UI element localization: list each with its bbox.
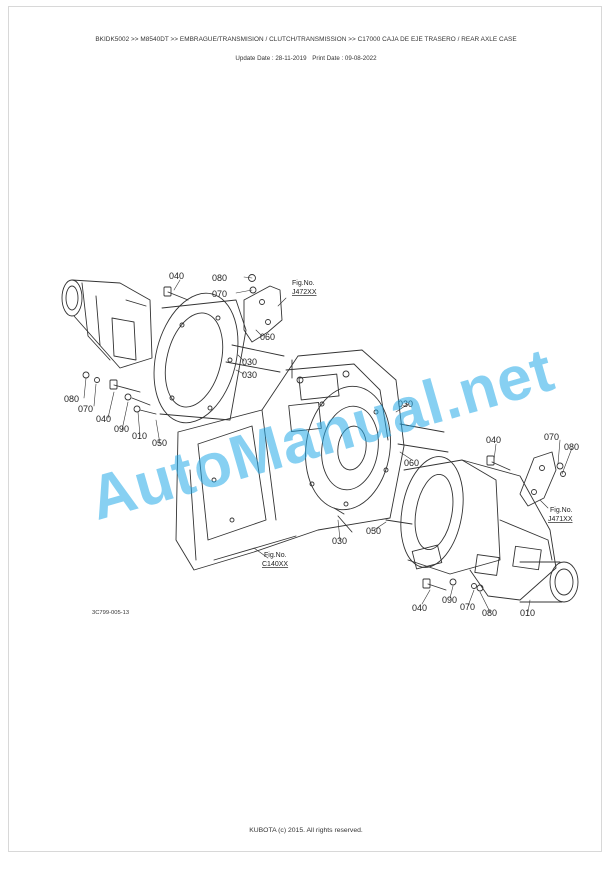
callout-label: 080 xyxy=(482,608,497,618)
callout-label: 040 xyxy=(486,435,501,445)
fig-ref-code: J471XX xyxy=(548,516,573,523)
callout-label: 030 xyxy=(398,399,413,409)
callout-label: 010 xyxy=(520,608,535,618)
breadcrumb: BKIDK5002 >> M8540DT >> EMBRAGUE/TRANSMI… xyxy=(95,36,517,43)
callout-label: 050 xyxy=(366,526,381,536)
left-axle-housing xyxy=(61,279,153,369)
left-flange xyxy=(153,292,247,424)
callout-label: 090 xyxy=(114,424,129,434)
leader-lines xyxy=(83,276,573,613)
fig-ref-j471: Fig.No. J471XX xyxy=(548,507,573,523)
callout-label: 040 xyxy=(96,414,111,424)
callout-label: 060 xyxy=(260,332,275,342)
callout-label: 040 xyxy=(412,603,427,613)
callout-labels: 040 080 070 060 030 030 080 070 040 090 … xyxy=(64,271,579,618)
callout-label: 090 xyxy=(442,595,457,605)
fig-ref-code: C140XX xyxy=(262,561,288,568)
bolts-left xyxy=(82,274,285,415)
studs xyxy=(291,359,449,525)
fig-ref-c140: Fig.No. C140XX xyxy=(262,552,288,568)
callout-label: 030 xyxy=(242,370,257,380)
callout-label: 040 xyxy=(169,271,184,281)
fig-ref-label: Fig.No. xyxy=(550,507,573,514)
callout-label: 010 xyxy=(132,431,147,441)
right-flange xyxy=(400,456,501,575)
callout-label: 050 xyxy=(152,438,167,448)
callout-label: 060 xyxy=(404,458,419,468)
callout-label: 080 xyxy=(564,442,579,452)
callout-label: 070 xyxy=(78,404,93,414)
fig-ref-label: Fig.No. xyxy=(292,280,315,287)
callout-label: 080 xyxy=(64,394,79,404)
center-flange xyxy=(305,385,391,511)
drawing-code: 3C799-005-13 xyxy=(92,610,130,616)
callout-label: 070 xyxy=(544,432,559,442)
right-axle-housing xyxy=(461,459,579,603)
page-frame xyxy=(8,6,602,852)
print-date: Print Date : 09-08-2022 xyxy=(312,55,377,62)
callout-label: 030 xyxy=(242,357,257,367)
fig-ref-code: J472XX xyxy=(292,289,317,296)
copyright-footer: KUBOTA (c) 2015. All rights reserved. xyxy=(249,827,363,834)
callout-label: 070 xyxy=(460,602,475,612)
callout-label: 070 xyxy=(212,289,227,299)
update-date: Update Date : 28-11-2019 xyxy=(235,55,307,62)
fig-ref-j472: Fig.No. J472XX xyxy=(292,280,317,296)
fig-ref-label: Fig.No. xyxy=(264,552,287,559)
header-dates: Update Date : 28-11-2019 Print Date : 09… xyxy=(0,55,612,62)
bolts-right xyxy=(337,455,511,592)
callout-label: 030 xyxy=(332,536,347,546)
bracket-left xyxy=(243,285,283,343)
callout-label: 080 xyxy=(212,273,227,283)
